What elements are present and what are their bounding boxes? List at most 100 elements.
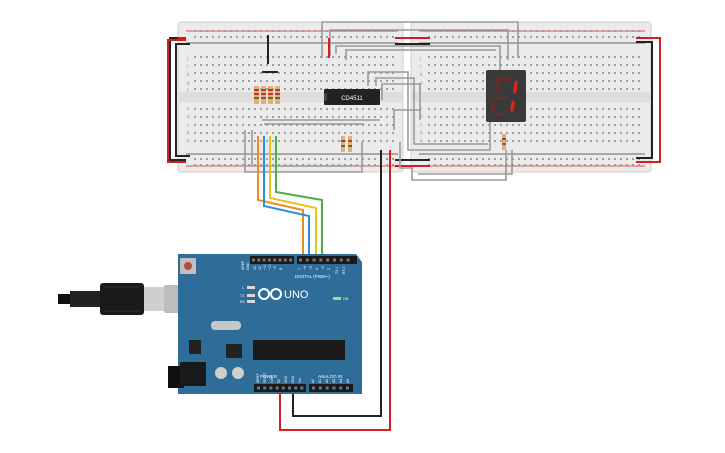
breadboard-hole: [566, 72, 568, 74]
breadboard-hole: [632, 30, 634, 32]
breadboard-hole: [296, 124, 298, 126]
breadboard-hole: [554, 108, 556, 110]
breadboard-hole: [518, 132, 520, 134]
breadboard-hole: [308, 158, 310, 160]
breadboard-hole: [290, 158, 292, 160]
breadboard-hole: [326, 64, 328, 66]
breadboard-hole: [590, 108, 592, 110]
breadboard-hole: [536, 88, 538, 90]
breadboard-hole: [374, 64, 376, 66]
breadboard-hole: [206, 158, 208, 160]
breadboard-hole: [254, 108, 256, 110]
breadboard-hole: [608, 64, 610, 66]
breadboard-hole: [464, 36, 466, 38]
segment-lit: [510, 100, 515, 112]
breadboard-hole: [302, 64, 304, 66]
breadboard-hole: [284, 124, 286, 126]
breadboard-hole: [482, 158, 484, 160]
breadboard-hole: [242, 80, 244, 82]
breadboard-hole: [560, 164, 562, 166]
breadboard-hole: [314, 88, 316, 90]
breadboard-hole: [434, 132, 436, 134]
rx-led-label: RX: [240, 300, 246, 304]
breadboard-hole: [344, 56, 346, 58]
breadboard-hole: [572, 80, 574, 82]
breadboard-hole: [620, 116, 622, 118]
breadboard-hole: [362, 30, 364, 32]
breadboard-hole: [332, 64, 334, 66]
breadboard-hole: [554, 80, 556, 82]
breadboard-hole: [434, 108, 436, 110]
breadboard-hole: [566, 164, 568, 166]
breadboard-hole: [380, 30, 382, 32]
breadboard-hole: [272, 124, 274, 126]
breadboard-hole: [548, 116, 550, 118]
breadboard-hole: [290, 80, 292, 82]
breadboard-hole: [596, 140, 598, 142]
breadboard-hole: [602, 140, 604, 142]
pin-label: GND: [291, 375, 295, 383]
breadboard-hole: [344, 124, 346, 126]
header-pin: [339, 258, 343, 262]
breadboard-hole: [308, 140, 310, 142]
breadboard-hole: [344, 132, 346, 134]
breadboard-hole: [476, 56, 478, 58]
breadboard-hole: [218, 88, 220, 90]
breadboard-hole: [212, 108, 214, 110]
breadboard-hole: [374, 158, 376, 160]
pin-label: ~3: [321, 266, 325, 270]
breadboard-hole: [524, 158, 526, 160]
breadboard-hole: [224, 108, 226, 110]
breadboard-hole: [272, 64, 274, 66]
breadboard-hole: [338, 56, 340, 58]
breadboard-hole: [260, 72, 262, 74]
breadboard-hole: [248, 72, 250, 74]
breadboard-hole: [254, 124, 256, 126]
breadboard-hole: [314, 140, 316, 142]
breadboard-hole: [542, 30, 544, 32]
breadboard-hole: [284, 164, 286, 166]
breadboard-hole: [374, 124, 376, 126]
breadboard-hole: [356, 72, 358, 74]
breadboard-hole: [380, 64, 382, 66]
breadboard-hole: [434, 88, 436, 90]
breadboard-hole: [218, 132, 220, 134]
breadboard-hole: [338, 80, 340, 82]
breadboard-hole: [428, 116, 430, 118]
breadboard-hole: [620, 36, 622, 38]
row-letter: h: [187, 72, 190, 77]
breadboard-hole: [626, 64, 628, 66]
breadboard-hole: [368, 132, 370, 134]
breadboard-hole: [560, 124, 562, 126]
breadboard-hole: [194, 72, 196, 74]
breadboard-hole: [452, 140, 454, 142]
breadboard-hole: [458, 158, 460, 160]
breadboard-hole: [476, 124, 478, 126]
breadboard-hole: [248, 108, 250, 110]
breadboard-hole: [356, 132, 358, 134]
breadboard-hole: [554, 88, 556, 90]
row-letter: j: [186, 56, 188, 61]
breadboard-hole: [608, 56, 610, 58]
breadboard-hole: [500, 124, 502, 126]
header-pin: [281, 386, 285, 390]
breadboard-hole: [296, 108, 298, 110]
seven-segment-display: 1: [486, 70, 526, 122]
breadboard-hole: [320, 64, 322, 66]
breadboard-hole: [350, 36, 352, 38]
breadboard-hole: [236, 108, 238, 110]
breadboard-hole: [380, 116, 382, 118]
header-pin: [267, 258, 271, 262]
breadboard-hole: [368, 36, 370, 38]
header-pin: [273, 258, 277, 262]
breadboard-hole: [212, 72, 214, 74]
breadboard-hole: [590, 56, 592, 58]
breadboard-hole: [464, 132, 466, 134]
breadboard-hole: [254, 132, 256, 134]
breadboard-hole: [308, 56, 310, 58]
breadboard-hole: [596, 64, 598, 66]
breadboard-hole: [524, 36, 526, 38]
breadboard-hole: [248, 80, 250, 82]
breadboard-hole: [578, 36, 580, 38]
breadboard-hole: [620, 72, 622, 74]
